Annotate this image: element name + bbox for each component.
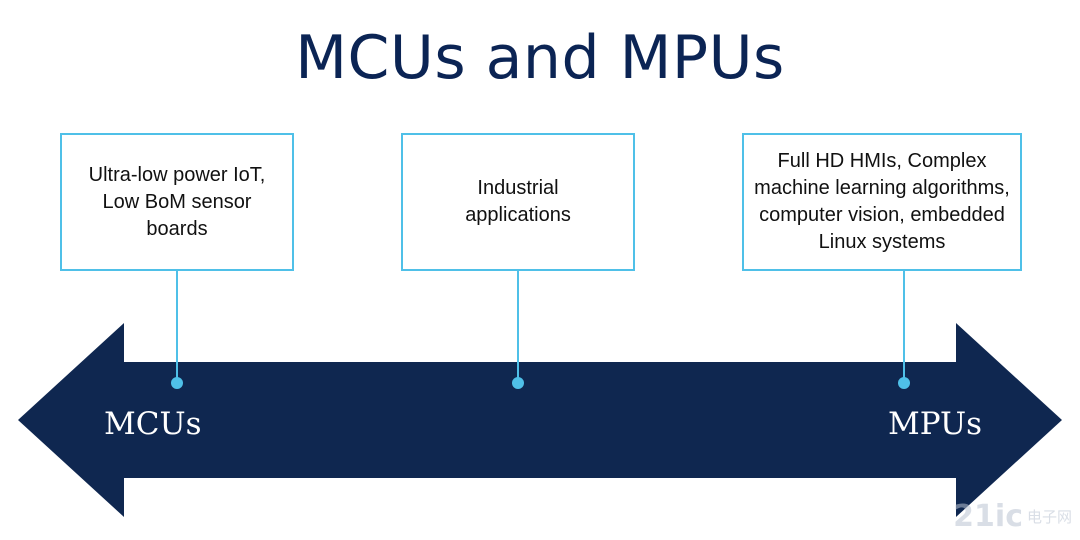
watermark-number: 21ic: [953, 499, 1023, 534]
marker-dot-right: [898, 377, 910, 389]
application-box-mcu: Ultra-low power IoT, Low BoM sensor boar…: [60, 133, 294, 271]
box-line: Low BoM sensor: [102, 190, 252, 213]
box-line: Full HD HMIs, Complex: [777, 150, 987, 172]
application-box-mpu: Full HD HMIs, Complex machine learning a…: [742, 133, 1022, 271]
application-box-industrial: Industrial applications: [401, 133, 635, 271]
marker-dot-mid: [512, 377, 524, 389]
box-line: Industrial: [477, 177, 559, 199]
box-line: Ultra-low power IoT,: [88, 163, 266, 186]
box-line: machine learning algorithms,: [754, 177, 1010, 199]
box-line: boards: [146, 217, 208, 240]
marker-dot-left: [171, 377, 183, 389]
arrow-label-mpus: MPUs: [888, 406, 983, 442]
box-line: computer vision, embedded: [759, 204, 1005, 226]
watermark-logo: 21ic 电子网: [953, 500, 1072, 534]
box-line: applications: [465, 204, 571, 226]
page-title: MCUs and MPUs: [295, 23, 785, 93]
box-line: Linux systems: [818, 231, 946, 253]
double-arrow: [18, 323, 1062, 517]
arrow-label-mcus: MCUs: [104, 406, 202, 442]
watermark-text: 电子网: [1026, 508, 1072, 526]
